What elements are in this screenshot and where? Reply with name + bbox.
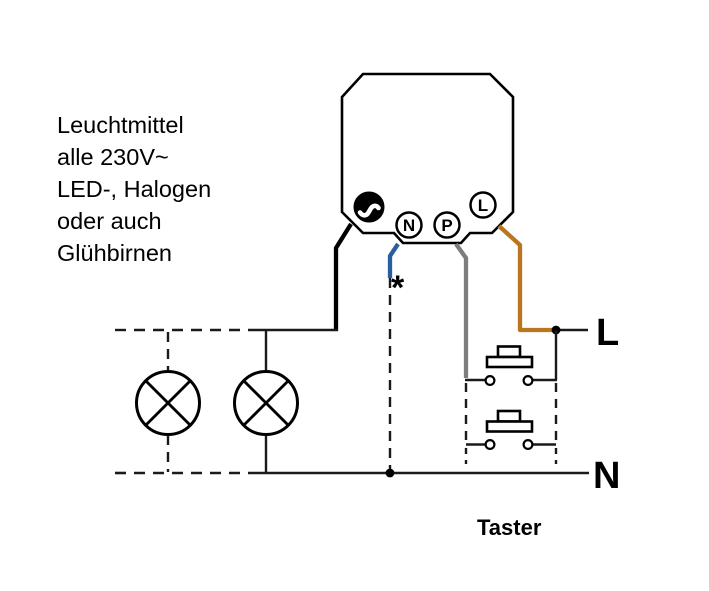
annotation-line-2: alle 230V~ bbox=[57, 144, 169, 170]
terminal-l-circle bbox=[469, 191, 497, 219]
annotation-line-3: LED-, Halogen bbox=[57, 176, 212, 202]
annotation-leuchtmittel: Leuchtmittel alle 230V~ LED-, Halogen od… bbox=[57, 109, 211, 269]
dimmer-output-icon bbox=[357, 203, 381, 218]
pushbutton-2-right-contact bbox=[522, 439, 534, 451]
neutral-line-label: N bbox=[593, 455, 620, 497]
lamp-2-cross bbox=[242, 379, 290, 427]
terminal-l-label: L bbox=[478, 196, 488, 215]
pushbutton-2 bbox=[466, 409, 556, 451]
dimmer-module: N P L bbox=[340, 72, 515, 245]
terminal-n: N bbox=[395, 211, 423, 239]
terminal-p: P bbox=[433, 211, 461, 239]
taster-label: Taster bbox=[477, 515, 542, 540]
annotation-line-5: Glühbirnen bbox=[57, 240, 172, 266]
annotation-line-4: oder auch bbox=[57, 208, 162, 234]
junction-dot-neutral bbox=[385, 468, 395, 478]
module-wires: * bbox=[333, 222, 556, 471]
annotation-line-1: Leuchtmittel bbox=[57, 112, 184, 138]
wire-black-lamp-output bbox=[333, 222, 353, 331]
pushbutton-1 bbox=[465, 345, 557, 387]
terminal-dimmer-output bbox=[353, 191, 385, 223]
pushbutton-1-left-contact bbox=[484, 375, 496, 387]
pushbutton-1-plunger bbox=[496, 345, 522, 359]
terminal-p-circle bbox=[433, 211, 461, 239]
lamp-2 bbox=[233, 330, 299, 473]
lamp-1-cross bbox=[144, 379, 192, 427]
mains-lines: L N bbox=[115, 312, 620, 497]
wire-brown-live bbox=[497, 224, 556, 333]
terminal-p-label: P bbox=[441, 216, 452, 235]
pushbutton-1-right-contact bbox=[522, 375, 534, 387]
asterisk-note: * bbox=[391, 269, 405, 307]
pushbutton-bank: Taster bbox=[464, 330, 558, 540]
wire-blue-neutral bbox=[387, 242, 400, 278]
live-line-label: L bbox=[596, 312, 619, 354]
pushbutton-2-bridge bbox=[485, 420, 534, 433]
pushbutton-1-bridge bbox=[485, 355, 534, 369]
terminal-l: L bbox=[469, 191, 497, 219]
wire-gray-switched bbox=[454, 242, 469, 378]
lamp-1 bbox=[135, 332, 201, 472]
terminal-n-circle bbox=[395, 211, 423, 239]
pushbutton-2-left-contact bbox=[484, 439, 496, 451]
terminal-n-label: N bbox=[403, 216, 415, 235]
pushbutton-2-plunger bbox=[496, 409, 522, 423]
